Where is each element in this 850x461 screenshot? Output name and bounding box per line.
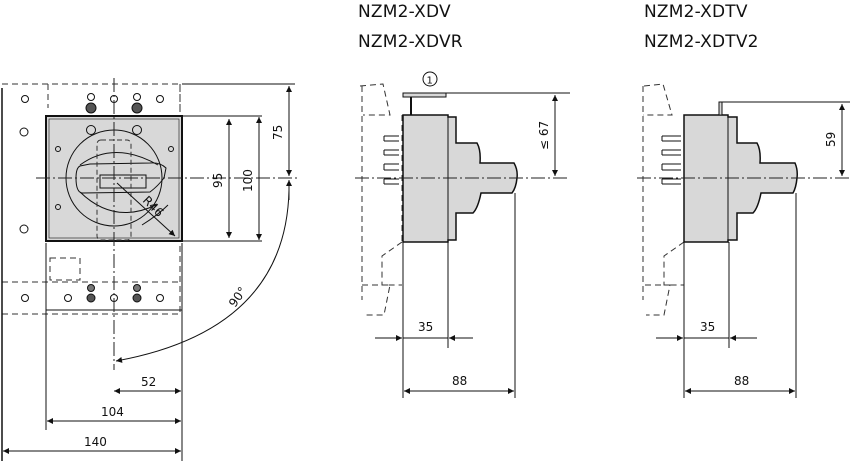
radius-arrow (116, 182, 176, 237)
shaft-pin-xdtv (718, 101, 723, 116)
terminal-clips (383, 135, 399, 185)
dim-35: 35 (418, 320, 433, 334)
shaft-pin (402, 92, 447, 98)
dim-140: 140 (84, 435, 107, 449)
title-xdvr: NZM2-XDVR (358, 32, 463, 52)
dim-59: 59 (824, 132, 838, 147)
title-xdtv: NZM2-XDTV (644, 2, 748, 22)
front-view: R46 95 100 75 90° 52 104 140 (1, 78, 300, 461)
title-xdv: NZM2-XDV (358, 2, 451, 22)
callout-1: 1 (427, 76, 433, 87)
dim-52: 52 (141, 375, 156, 389)
dim-104: 104 (101, 405, 124, 419)
dim-88-xdv: 88 (452, 374, 467, 388)
terminal-clips-xdtv (661, 135, 681, 185)
dim-100: 100 (241, 169, 255, 192)
dim-88-xdtv: 88 (734, 374, 749, 388)
dim-95: 95 (211, 173, 225, 188)
dim-75: 75 (271, 125, 285, 140)
side-view-xdv: 1 ≤ 67 35 88 (355, 71, 570, 398)
title-xdtv2: NZM2-XDTV2 (644, 32, 759, 52)
dim-35-xdtv: 35 (700, 320, 715, 334)
callout-circle (422, 71, 438, 87)
terminal-screws-bottom (86, 284, 142, 303)
rotation-arc-90 (115, 189, 290, 363)
mounting-holes (19, 95, 164, 302)
terminal-screws-top (85, 93, 143, 114)
dim-angle: 90° (226, 284, 250, 309)
rotary-handle (75, 162, 167, 194)
side-view-xdtv: 59 35 88 (637, 83, 850, 398)
dim-67: ≤ 67 (537, 121, 551, 150)
